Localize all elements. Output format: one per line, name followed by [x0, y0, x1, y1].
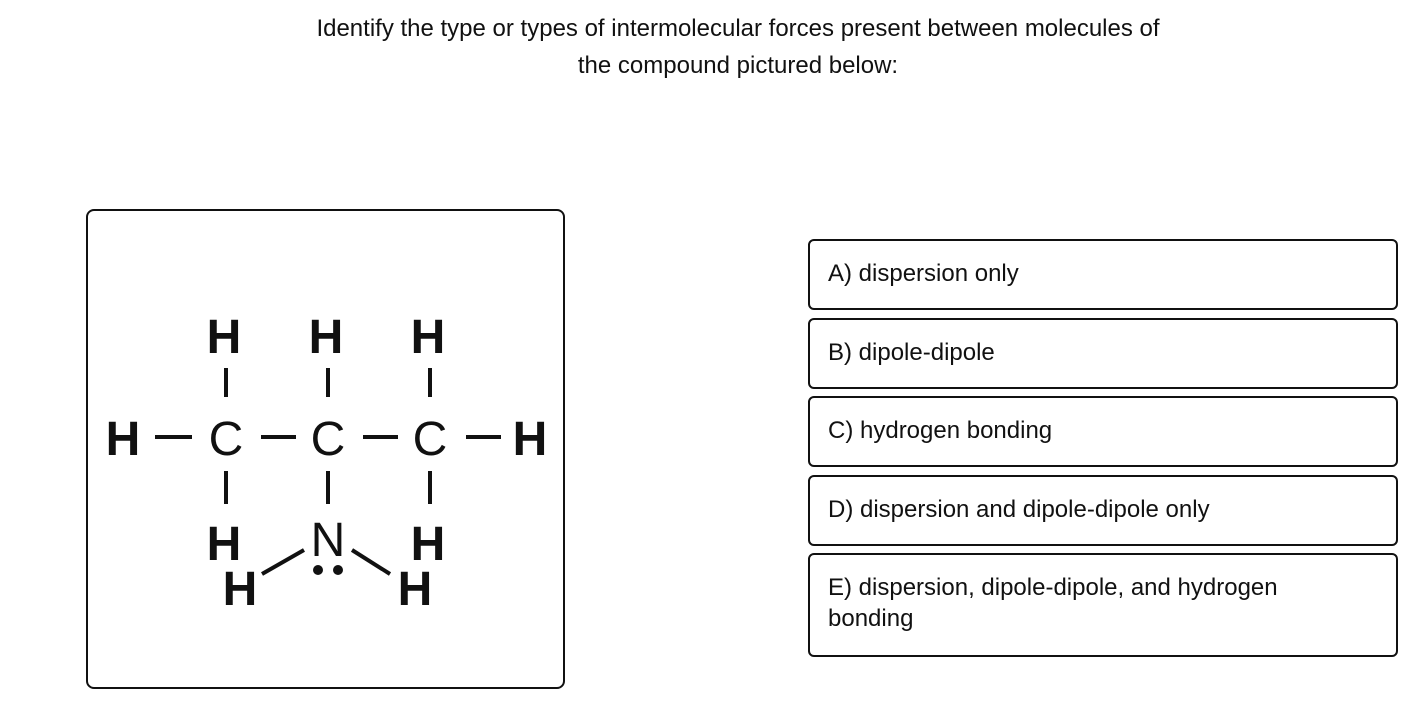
answer-option-c-label: C) hydrogen bonding: [828, 417, 1053, 444]
answer-option-a-label: A) dispersion only: [828, 260, 1019, 287]
question-line-2: the compound pictured below:: [577, 52, 899, 79]
answer-option-c[interactable]: C) hydrogen bonding: [808, 396, 1398, 467]
question-line-1: Identify the type or types of intermolec…: [316, 15, 1160, 42]
answer-option-a[interactable]: A) dispersion only: [808, 239, 1398, 310]
answer-option-e[interactable]: E) dispersion, dipole-dipole, and hydrog…: [808, 553, 1398, 657]
answer-option-e-label: E) dispersion, dipole-dipole, and hydrog…: [828, 574, 1278, 632]
molecule-structure-panel: [86, 209, 565, 689]
answer-option-d-label: D) dispersion and dipole-dipole only: [828, 496, 1210, 523]
question-text: Identify the type or types of intermolec…: [238, 10, 1238, 84]
answer-option-b[interactable]: B) dipole-dipole: [808, 318, 1398, 389]
answer-option-d[interactable]: D) dispersion and dipole-dipole only: [808, 475, 1398, 546]
answer-option-b-label: B) dipole-dipole: [828, 339, 995, 366]
